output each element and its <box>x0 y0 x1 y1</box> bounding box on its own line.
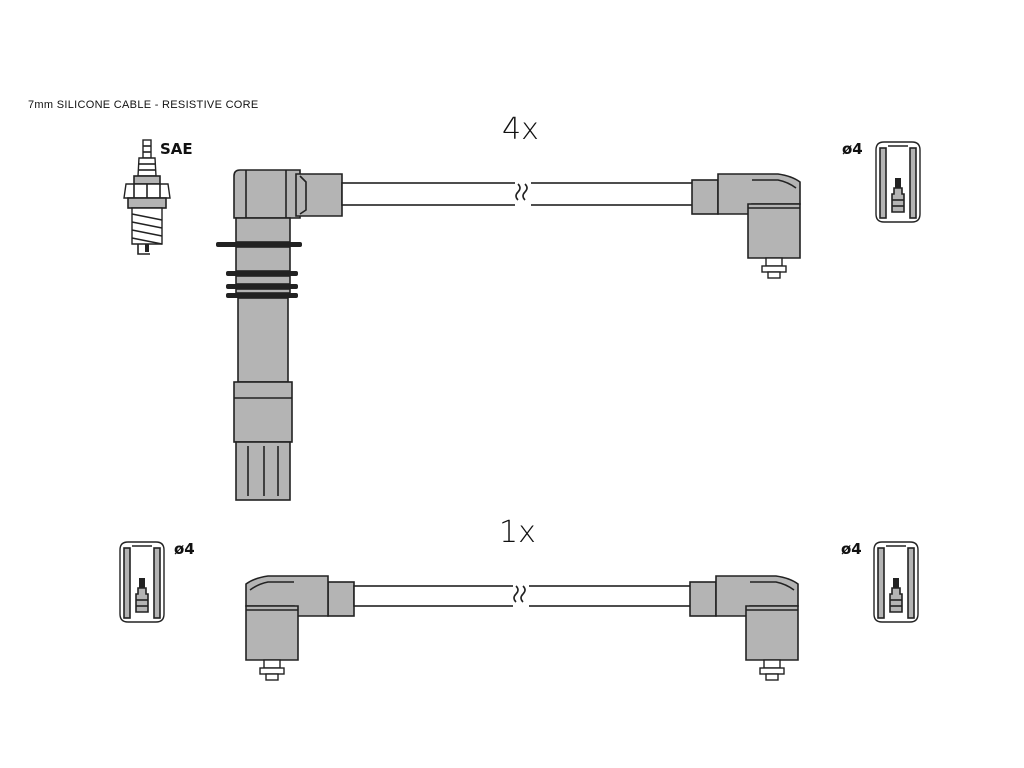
coil-boot-connector <box>216 169 343 501</box>
cable-4x <box>341 180 695 208</box>
spark-plug-type-label: SAE <box>160 140 193 158</box>
terminal-icon-top-right <box>875 141 921 223</box>
spark-plug-icon <box>123 139 171 255</box>
terminal-diameter-label-bottom-right: ø4 <box>841 540 862 558</box>
terminal-diameter-label-top-right: ø4 <box>842 140 863 158</box>
terminal-diameter-label-bottom-left: ø4 <box>174 540 195 558</box>
distributor-boot-4x <box>691 173 801 279</box>
cable-description: 7mm SILICONE CABLE - RESISTIVE CORE <box>28 99 259 111</box>
distributor-boot-1x-left <box>245 575 355 681</box>
quantity-label-top: 4x <box>502 112 539 147</box>
terminal-icon-bottom-right <box>873 541 919 623</box>
quantity-label-bottom: 1x <box>499 515 536 550</box>
terminal-icon-bottom-left <box>119 541 165 623</box>
distributor-boot-1x-right <box>689 575 799 681</box>
cable-1x <box>353 583 693 609</box>
